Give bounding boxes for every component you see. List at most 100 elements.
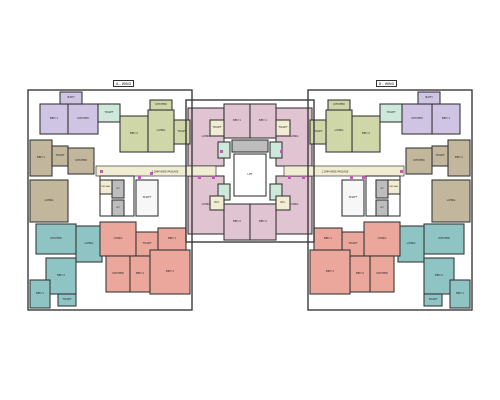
room-label: LIVING <box>407 241 416 245</box>
room-label: LIVING <box>202 134 211 138</box>
room-label: LIVING <box>290 202 299 206</box>
room-label: BATH <box>426 95 433 99</box>
room-kitchen <box>401 103 433 135</box>
door-marker <box>198 176 201 179</box>
room-kitchen <box>423 223 465 255</box>
room-label: LIFT <box>116 207 121 209</box>
room-bed2 <box>249 203 277 241</box>
room-label: TOILET <box>348 241 357 245</box>
room-label: KITCHEN <box>50 236 61 240</box>
room-kitchen <box>149 99 173 111</box>
room-label: LIVING <box>85 241 94 245</box>
core-outline <box>185 99 315 243</box>
room-living <box>431 179 471 223</box>
room-label: LIVING <box>157 128 166 132</box>
room-label: BED 1 <box>37 155 45 159</box>
wing-outline <box>27 89 193 311</box>
room-living <box>363 221 401 257</box>
room-label: BED 1 <box>455 155 463 159</box>
door-marker <box>150 172 153 175</box>
room-kitchen <box>105 255 131 293</box>
room-label: DRY BAL. <box>101 185 111 188</box>
room-shaft <box>341 179 365 217</box>
room-label: LIFT <box>247 172 253 176</box>
door-marker <box>220 150 223 153</box>
room-toilet <box>57 293 77 307</box>
door-marker <box>100 170 103 173</box>
room-label: TOILET <box>142 241 151 245</box>
door-marker <box>362 176 365 179</box>
room-label: KITCHEN <box>438 236 449 240</box>
passage-label-a: 1.2MM WIDE PASSAGE <box>152 171 179 174</box>
room-label: KITCHEN <box>333 102 344 106</box>
door-marker <box>302 176 305 179</box>
room-label: BED 2 <box>130 131 138 135</box>
room-label: KITCHEN <box>75 158 86 162</box>
room-label: BED 2 <box>57 273 65 277</box>
room-label: TOILET <box>212 125 221 129</box>
room-wc <box>209 195 225 211</box>
door-marker <box>350 176 353 179</box>
room-label: KITCHEN <box>112 271 123 275</box>
room-label: BED 1 <box>456 291 464 295</box>
room-label: BED 2 <box>136 271 144 275</box>
room-label: DRY BAL. <box>389 185 399 188</box>
room-label: LIVING <box>45 198 54 202</box>
room-label: SHAFT <box>143 195 152 199</box>
room-label: LIFT <box>380 188 385 190</box>
room-label: LIFT <box>116 188 121 190</box>
room-lift <box>375 199 389 217</box>
room-living <box>29 179 69 223</box>
room-label: LIFT <box>380 207 385 209</box>
wing-label-b: B - WING <box>376 80 398 87</box>
room-kitchen <box>67 103 99 135</box>
door-marker <box>400 170 403 173</box>
room-label: LIVING <box>335 128 344 132</box>
room-shaft <box>135 179 159 217</box>
room-kitchen <box>67 147 95 175</box>
room-label: TOILET <box>428 297 437 301</box>
passage <box>95 165 217 177</box>
room-label: BED 1 <box>36 291 44 295</box>
room-label: BED 3 <box>166 269 174 273</box>
room-label: BED 2 <box>362 131 370 135</box>
central-duct <box>231 139 269 153</box>
room-bed1 <box>223 103 251 139</box>
room-label: LIVING <box>447 198 456 202</box>
room-lift <box>111 199 125 217</box>
door-marker <box>280 150 283 153</box>
room-lift <box>233 153 267 197</box>
room-label: W.C. <box>280 200 286 204</box>
room-bed1 <box>39 103 69 135</box>
room-toilet <box>275 119 291 137</box>
room-kitchen <box>405 147 433 175</box>
room-label: TOILET <box>104 110 113 114</box>
room-label: BED 2 <box>233 219 241 223</box>
room-bath <box>417 91 441 105</box>
room-label: BATH <box>68 95 75 99</box>
room-label: TOILET <box>177 129 186 133</box>
passage <box>283 165 405 177</box>
door-marker <box>212 176 215 179</box>
room-label: SHAFT <box>349 195 358 199</box>
room-label: TOILET <box>55 153 64 157</box>
room-label: BED 1 <box>259 118 267 122</box>
room-label: TOILET <box>313 129 322 133</box>
room-label: BED 1 <box>50 116 58 120</box>
room-bed1 <box>29 279 51 309</box>
room-label: LIVING <box>114 236 123 240</box>
room-label: KITCHEN <box>411 116 422 120</box>
room-label: TOILET <box>386 110 395 114</box>
room-kitchen <box>327 99 351 111</box>
room-bed3 <box>309 249 351 295</box>
room-label: BED 1 <box>168 236 176 240</box>
room-label: KITCHEN <box>77 116 88 120</box>
room-label: BED 1 <box>442 116 450 120</box>
room-label: LIVING <box>290 134 299 138</box>
room-label: BED 1 <box>324 236 332 240</box>
shaft-block <box>217 141 231 159</box>
room-label: KITCHEN <box>376 271 387 275</box>
door-marker <box>288 176 291 179</box>
room-bath <box>59 91 83 105</box>
